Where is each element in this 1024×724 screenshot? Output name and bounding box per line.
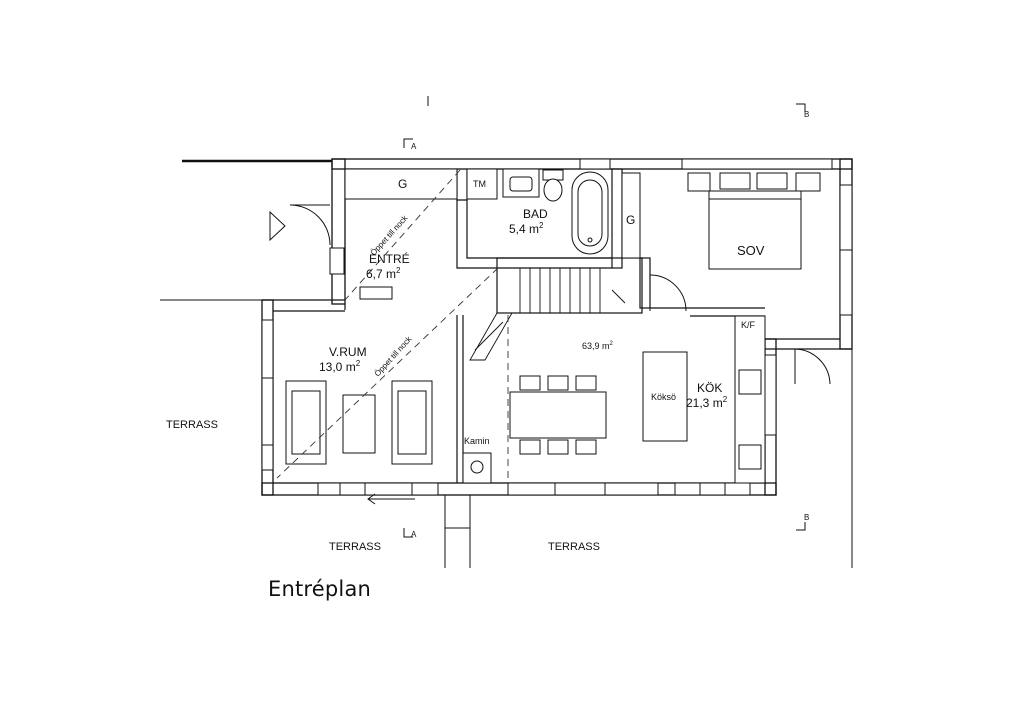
room-name-vrum: V.RUM bbox=[329, 345, 367, 359]
entrance-arrow-icon bbox=[269, 210, 286, 242]
doors bbox=[289, 204, 831, 385]
note-open-upper: Öppet till nock bbox=[369, 213, 410, 257]
room-name-bad: BAD bbox=[523, 207, 548, 221]
fixture-kokso: Köksö bbox=[651, 392, 676, 402]
plan-title: Entréplan bbox=[268, 577, 372, 601]
section-marker-a-bottom bbox=[403, 528, 413, 538]
room-area-entre: 6,7 m2 bbox=[366, 266, 401, 281]
section-label-b-top: B bbox=[804, 110, 809, 119]
terrace-label-south-left: TERRASS bbox=[329, 541, 381, 553]
slide-arrow-icon bbox=[367, 493, 415, 505]
section-marker-b-top bbox=[796, 103, 806, 112]
cabinet-g-entre: G bbox=[398, 177, 407, 191]
stair bbox=[469, 268, 626, 361]
section-marker-a-top bbox=[403, 138, 413, 148]
room-name-entre: ENTRÉ bbox=[369, 251, 410, 266]
terrace-label-south-right: TERRASS bbox=[548, 541, 600, 553]
fixture-tm: TM bbox=[473, 179, 486, 189]
room-name-kok: KÖK bbox=[697, 381, 722, 395]
section-label-a-bottom: A bbox=[411, 530, 417, 539]
room-area-bad: 5,4 m2 bbox=[509, 221, 544, 236]
room-name-sov: SOV bbox=[737, 243, 765, 258]
windows bbox=[261, 158, 853, 496]
fixture-kf: K/F bbox=[741, 320, 756, 330]
section-label-a-top: A bbox=[411, 142, 417, 151]
section-label-b-bottom: B bbox=[804, 513, 809, 522]
room-area-vrum: 13,0 m2 bbox=[319, 359, 361, 374]
terrace-edges bbox=[160, 299, 853, 568]
section-marker-b-bottom bbox=[796, 522, 806, 531]
total-area: 63,9 m2 bbox=[582, 341, 614, 351]
terrace-label-west: TERRASS bbox=[166, 419, 218, 431]
fixture-kamin: Kamin bbox=[464, 436, 490, 446]
open-to-ridge-lines bbox=[276, 169, 509, 483]
room-area-kok: 21,3 m2 bbox=[686, 395, 728, 410]
window-mullions bbox=[262, 249, 852, 495]
cabinet-g-sov: G bbox=[626, 213, 635, 227]
fixtures bbox=[285, 168, 821, 484]
note-open-lower: Öppet till nock bbox=[373, 334, 414, 378]
